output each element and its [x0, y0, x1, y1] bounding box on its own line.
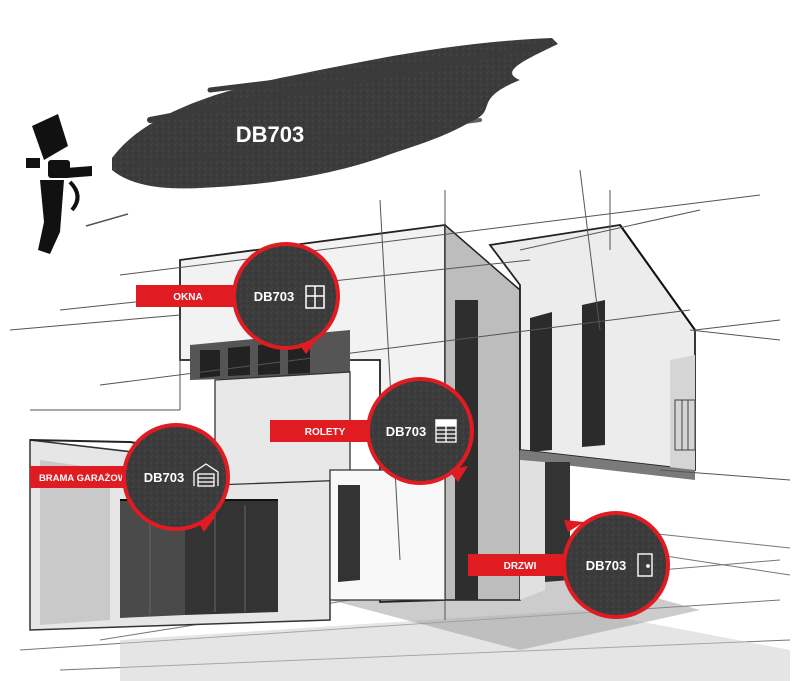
- okna-code: DB703: [254, 289, 294, 304]
- drzwi-swatch: [562, 511, 670, 619]
- drzwi-label: DRZWI: [504, 561, 537, 572]
- upper-right-block: [488, 224, 696, 600]
- roller-shutter-icon: [435, 419, 457, 443]
- brama-swatch: [122, 423, 230, 531]
- brush-stroke: [112, 38, 558, 189]
- brama-code: DB703: [144, 470, 184, 485]
- rolety-label: ROLETY: [305, 427, 346, 438]
- okna-swatch: [232, 242, 340, 350]
- hero-color-code: DB703: [236, 122, 304, 147]
- okna-label: OKNA: [173, 292, 202, 303]
- callout-okna: OKNA DB703: [136, 242, 340, 354]
- spray-gun-icon: [26, 114, 92, 254]
- rolety-label-bar: [270, 420, 386, 442]
- callout-drzwi: DRZWI DB703: [468, 511, 670, 619]
- rolety-code: DB703: [386, 424, 426, 439]
- drzwi-code: DB703: [586, 558, 626, 573]
- spray-line: [85, 213, 129, 227]
- garage-door-icon: [193, 463, 219, 487]
- brama-label-bar: [30, 466, 142, 488]
- callout-brama: BRAMA GARAŻOWA DB703: [30, 423, 230, 532]
- okna-label-bar: [136, 285, 248, 307]
- brama-label: BRAMA GARAŻOWA: [39, 473, 133, 484]
- window-icon: [305, 285, 325, 309]
- ground-shade: [120, 610, 790, 681]
- door-icon: [637, 553, 653, 577]
- callout-rolety: ROLETY DB703: [270, 377, 474, 485]
- garage-block: [29, 439, 331, 631]
- drzwi-label-bar: [468, 554, 578, 576]
- rolety-swatch: [366, 377, 474, 485]
